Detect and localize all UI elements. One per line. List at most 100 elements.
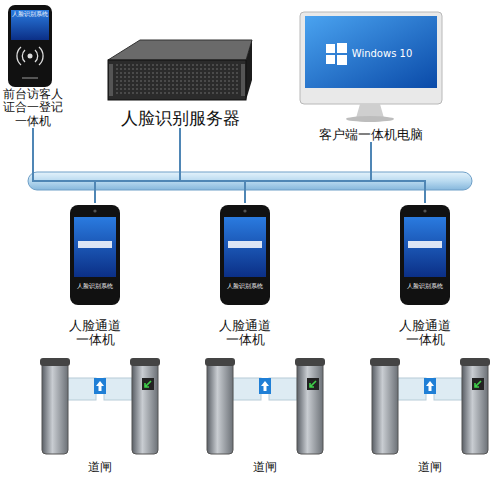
gate-flap: [68, 378, 96, 400]
server-side: [246, 40, 252, 100]
windows-logo: [326, 55, 335, 64]
device-node: 人脸通道一体机: [216, 203, 274, 347]
server-top: [108, 40, 252, 60]
rack-server: [108, 40, 252, 100]
server-front: [108, 60, 246, 100]
screen-text: 人脸识别系统: [12, 12, 48, 18]
device-node: 道闸: [40, 356, 160, 474]
screen-text: 人脸识别系统: [407, 283, 443, 289]
gate-flap: [269, 378, 297, 400]
screen-strip: [228, 241, 262, 248]
terminal-body: [70, 205, 120, 305]
windows-logo: [337, 43, 347, 53]
server-grille: [114, 64, 240, 96]
device-node: 客户端一体机电脑: [296, 8, 446, 142]
terminal-screen: [74, 217, 116, 277]
monitor-bezel: [300, 12, 442, 104]
gate-flap: [233, 378, 261, 400]
device-node: 人脸识别服务器: [105, 36, 255, 128]
pass-indicator: [424, 378, 436, 394]
windows-logo: [326, 44, 335, 53]
monitor-screen: [305, 16, 437, 88]
screen-text: 人脸识别系统: [77, 283, 113, 289]
gate-cabinet: [297, 362, 323, 454]
pass-indicator: [94, 378, 106, 394]
device-label: 道闸: [205, 461, 325, 474]
terminal-screen: [404, 217, 446, 277]
device-label: 道闸: [40, 461, 160, 474]
gate-flap: [398, 378, 426, 400]
device-node: 人脸通道一体机: [396, 203, 454, 347]
device-node: 前台访客人证合一登记一体机: [2, 2, 64, 128]
status-arrow: [145, 381, 151, 387]
device-label: 人脸识别服务器: [105, 109, 255, 128]
terminal-mark: [22, 77, 38, 79]
face-terminal: [400, 205, 450, 305]
turnstile: [370, 358, 490, 454]
gate-flap: [434, 378, 462, 400]
gate-cap: [370, 358, 400, 366]
gate-flap: [104, 378, 132, 400]
screen-strip: [78, 241, 112, 248]
status-arrow: [475, 381, 481, 387]
network-bus: [28, 172, 472, 190]
nfc-dot: [28, 54, 33, 59]
gate-cap: [40, 358, 70, 366]
screen-text: 人脸识别系统: [227, 283, 263, 289]
gate-cap: [295, 358, 325, 366]
server-handle: [241, 64, 245, 96]
status-indicator: [307, 378, 319, 390]
device-label: 人脸通道一体机: [216, 319, 274, 347]
pass-arrow: [96, 381, 104, 391]
device-label: 前台访客人证合一登记一体机: [2, 88, 64, 128]
pass-arrow: [426, 381, 434, 391]
screen-strip: [408, 241, 442, 248]
terminal-camera: [243, 209, 246, 212]
device-label: 道闸: [370, 461, 490, 474]
terminal-screen: [11, 10, 49, 40]
terminal-body: [220, 205, 270, 305]
device-label: 人脸通道一体机: [66, 319, 124, 347]
pass-indicator: [259, 378, 271, 394]
terminal-body: [400, 205, 450, 305]
nfc-symbol: [17, 47, 43, 65]
face-terminal: [70, 205, 120, 305]
status-arrow: [310, 381, 316, 387]
status-indicator: [142, 378, 154, 390]
server-handle: [109, 64, 113, 96]
pass-arrow: [261, 381, 269, 391]
terminal-camera: [423, 209, 426, 212]
device-node: 道闸: [370, 356, 490, 474]
network-link: [33, 128, 180, 181]
turnstile: [205, 358, 325, 454]
gate-cap: [205, 358, 235, 366]
gate-cap: [460, 358, 490, 366]
visitor-terminal: [8, 5, 52, 87]
device-label: 人脸通道一体机: [396, 319, 454, 347]
network-link: [180, 128, 245, 203]
device-node: 道闸: [205, 356, 325, 474]
gate-cap: [130, 358, 160, 366]
device-label: 客户端一体机电脑: [296, 128, 446, 142]
status-indicator: [472, 378, 484, 390]
terminal-screen: [224, 217, 266, 277]
terminal-body: [8, 5, 52, 87]
gate-cabinet: [42, 362, 68, 454]
terminal-camera: [93, 209, 96, 212]
monitor-stand: [356, 104, 384, 118]
network-link: [95, 128, 180, 203]
client-monitor: [300, 12, 442, 122]
windows-logo: [337, 55, 347, 65]
gate-cabinet: [132, 362, 158, 454]
gate-cabinet: [207, 362, 233, 454]
device-node: 人脸通道一体机: [66, 203, 124, 347]
screen-text: Windows 10: [352, 49, 413, 59]
gate-cabinet: [462, 362, 488, 454]
gate-cabinet: [372, 362, 398, 454]
monitor-base: [346, 116, 394, 122]
face-terminal: [220, 205, 270, 305]
